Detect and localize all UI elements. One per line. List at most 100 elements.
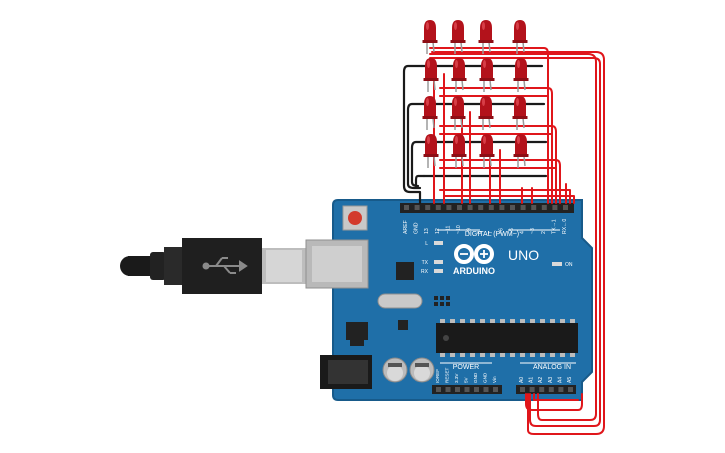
ground-wire[interactable] [414, 174, 426, 188]
digital-pin-hole[interactable] [552, 205, 558, 210]
svg-text:RX: RX [421, 269, 429, 275]
crystal-oscillator [377, 293, 423, 309]
analog-pin-label: A0 [519, 377, 525, 383]
digital-header[interactable] [400, 203, 574, 213]
signal-wire[interactable] [439, 189, 571, 204]
analog-pin-label: A3 [548, 377, 554, 383]
analog-pin-hole[interactable] [529, 387, 535, 392]
signal-wires[interactable] [429, 47, 605, 435]
red-led[interactable] [478, 20, 494, 54]
power-pin-hole[interactable] [474, 387, 479, 392]
power-pin-label: 3.3V [454, 373, 459, 383]
digital-pin-hole[interactable] [478, 205, 484, 210]
arduino-logo-icon [454, 244, 494, 264]
analog-pin-hole[interactable] [548, 387, 554, 392]
red-led[interactable] [479, 58, 495, 92]
power-pin-label: IOREF [435, 369, 440, 383]
analog-pin-hole[interactable] [568, 387, 573, 392]
power-pin-label: RESET [445, 367, 450, 383]
atmega-chip [436, 323, 578, 353]
digital-pin-label: 13 [424, 228, 430, 234]
signal-wire[interactable] [533, 393, 579, 401]
digital-pin-hole[interactable] [510, 205, 515, 210]
red-led[interactable] [422, 20, 438, 54]
red-led[interactable] [423, 58, 439, 92]
signal-wire[interactable] [439, 87, 553, 204]
red-led[interactable] [450, 96, 466, 130]
red-led[interactable] [423, 134, 439, 168]
signal-wire[interactable] [429, 57, 601, 427]
digital-header-label: DIGITAL (PWM~) [465, 231, 519, 238]
digital-pin-hole[interactable] [435, 205, 441, 210]
red-led[interactable] [512, 20, 528, 54]
digital-pin-label: TX→1 [551, 219, 557, 234]
digital-pin-label: ~9 [467, 228, 473, 234]
analog-pin-label: A1 [529, 377, 535, 383]
brand-text: ARDUINO [453, 266, 495, 276]
signal-wire[interactable] [439, 159, 561, 204]
digital-pin-hole[interactable] [446, 205, 452, 210]
indicator-led-rx: RX [421, 269, 443, 275]
digital-pin-hole[interactable] [457, 205, 462, 210]
svg-text:ON: ON [565, 262, 573, 268]
red-led[interactable] [450, 20, 466, 54]
digital-pin-hole[interactable] [414, 205, 420, 210]
digital-pin-label: 12 [435, 228, 441, 234]
power-pin-hole[interactable] [493, 387, 498, 392]
signal-wire[interactable] [431, 51, 605, 435]
digital-pin-hole[interactable] [531, 205, 537, 210]
digital-pin-hole[interactable] [520, 205, 526, 210]
red-led[interactable] [513, 58, 529, 92]
voltage-regulator [346, 322, 368, 340]
signal-wire[interactable] [439, 125, 557, 204]
analog-pin-hole[interactable] [539, 387, 545, 392]
analog-header[interactable] [516, 385, 576, 394]
red-led[interactable] [451, 134, 467, 168]
power-pin-hole[interactable] [455, 387, 460, 392]
digital-pin-label: AREF [403, 220, 409, 234]
red-led[interactable] [479, 134, 495, 168]
power-pin-hole[interactable] [436, 387, 441, 392]
ground-wire[interactable] [406, 102, 426, 190]
indicator-led-l: L [425, 241, 443, 247]
power-pin-label: GND [473, 372, 478, 383]
digital-pin-hole[interactable] [488, 205, 494, 210]
red-led[interactable] [451, 58, 467, 92]
analog-pin-hole[interactable] [558, 387, 564, 392]
usb-cable-icon[interactable] [120, 238, 306, 294]
digital-pin-hole[interactable] [404, 205, 409, 210]
arduino-logo-glyphs [460, 250, 488, 258]
red-led[interactable] [513, 134, 529, 168]
digital-pin-hole[interactable] [467, 205, 473, 210]
led-matrix[interactable] [422, 20, 529, 168]
usb-chip [396, 262, 414, 280]
signal-wire[interactable] [429, 53, 597, 421]
red-led[interactable] [478, 96, 494, 130]
capacitor [382, 357, 408, 383]
red-led[interactable] [512, 96, 528, 130]
analog-pin-label: A4 [557, 377, 563, 383]
capacitor [409, 357, 435, 383]
model-text: UNO [508, 247, 539, 263]
digital-pin-hole[interactable] [563, 205, 568, 210]
red-led[interactable] [422, 96, 438, 130]
signal-wire[interactable] [443, 195, 575, 204]
power-pin-label: 5V [464, 376, 469, 383]
digital-pin-hole[interactable] [541, 205, 547, 210]
analog-label: ANALOG IN [533, 364, 571, 371]
digital-pin-label: GND [414, 222, 420, 234]
digital-pin-hole[interactable] [425, 205, 431, 210]
ground-wire[interactable] [410, 140, 426, 188]
power-pin-hole[interactable] [464, 387, 470, 392]
analog-pin-hole[interactable] [520, 387, 525, 392]
digital-pin-hole[interactable] [499, 205, 505, 210]
signal-wire[interactable] [525, 393, 583, 411]
power-label: POWER [453, 364, 479, 371]
power-pin-hole[interactable] [483, 387, 489, 392]
power-pin-hole[interactable] [445, 387, 451, 392]
reset-button[interactable] [342, 205, 368, 231]
ground-wire[interactable] [402, 64, 424, 205]
